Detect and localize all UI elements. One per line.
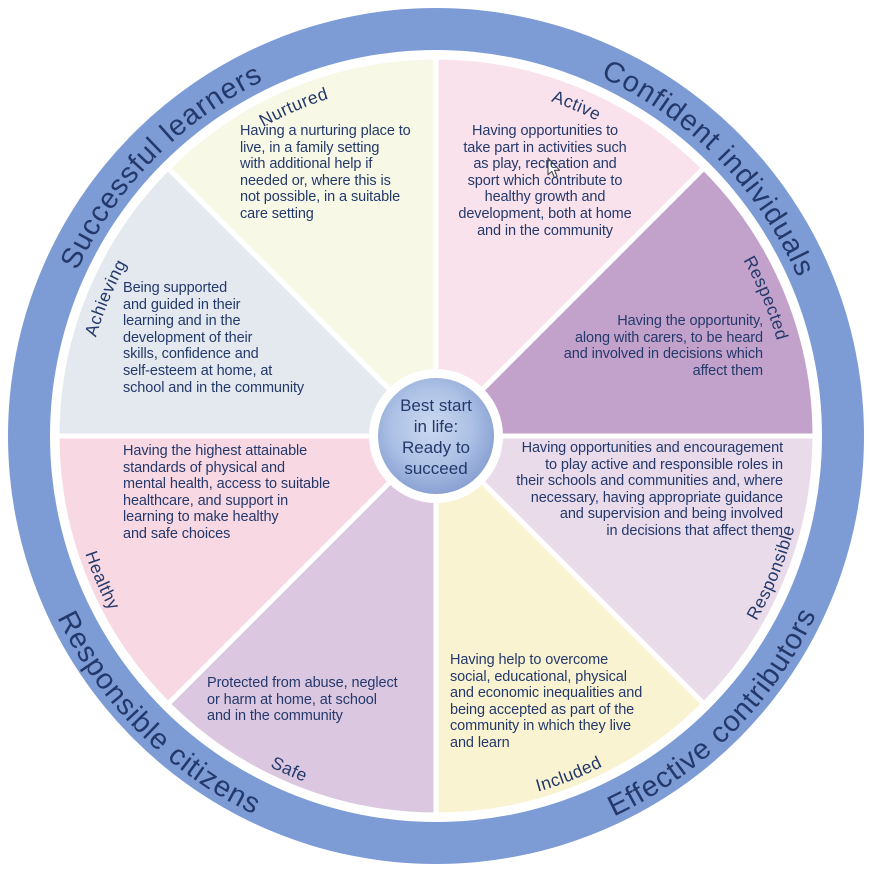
segment-active-wedge <box>433 54 707 439</box>
segment-nurtured-description: Having a nurturing place to live, in a f… <box>240 123 411 222</box>
segment-active-description: Having opportunities to take part in act… <box>458 123 632 239</box>
segment-safe-wedge <box>165 433 439 818</box>
segment-achieving-wedge <box>54 165 439 439</box>
segment-wedges <box>54 54 818 818</box>
segment-included-description: Having help to overcome social, educatio… <box>450 652 643 751</box>
segment-included-wedge <box>433 433 707 818</box>
segment-responsible-wedge <box>433 433 818 707</box>
segment-respected-description: Having the opportunity, along with carer… <box>563 313 763 379</box>
center-circle <box>378 378 494 494</box>
segment-respected-wedge <box>433 165 818 439</box>
segment-nurtured-wedge <box>165 54 439 439</box>
segment-safe-description: Protected from abuse, neglect or harm at… <box>207 675 398 725</box>
segment-healthy-description: Having the highest attainable standards … <box>123 443 331 542</box>
segment-responsible-description: Having opportunities and encouragement t… <box>516 440 783 539</box>
segment-healthy-wedge <box>54 433 439 707</box>
center-title: Best start in life: Ready to succeed <box>400 396 472 478</box>
mouse-cursor-icon <box>547 157 561 179</box>
segment-achieving-description: Being supported and guided in their lear… <box>123 280 305 396</box>
